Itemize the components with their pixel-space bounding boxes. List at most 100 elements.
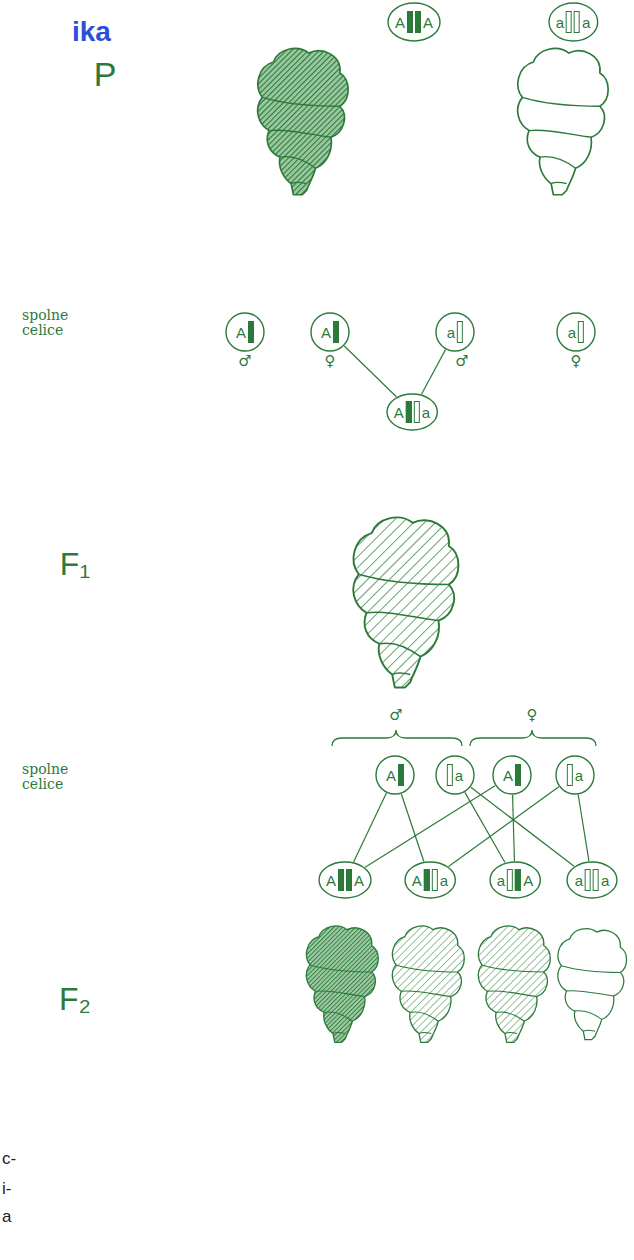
chromosome-bar bbox=[585, 869, 591, 891]
allele-letter: a bbox=[422, 405, 430, 420]
text-label: ♀ bbox=[324, 354, 337, 370]
chromosome-bar bbox=[567, 764, 573, 786]
text-label: spolne celice bbox=[22, 762, 78, 791]
chromosome-cell: A bbox=[310, 312, 350, 352]
cell-content: Aa bbox=[394, 401, 430, 423]
cell-outline bbox=[548, 2, 599, 42]
chromosome-cell: Aa bbox=[404, 861, 456, 899]
allele-letter: A bbox=[394, 405, 404, 420]
bracket bbox=[332, 730, 462, 746]
text-label: F₁ bbox=[60, 548, 90, 582]
text-label: F₂ bbox=[59, 983, 91, 1017]
allele-letter: A bbox=[321, 325, 331, 340]
chromosome-cell: AA bbox=[318, 861, 372, 899]
text-label: c- bbox=[2, 1150, 16, 1168]
cell-content: A bbox=[321, 321, 339, 343]
chromosome-cell: AA bbox=[387, 2, 441, 42]
chromosome-bar bbox=[515, 764, 521, 786]
cell-content: aa bbox=[575, 869, 610, 891]
fertilisation-line bbox=[578, 795, 589, 861]
flower-white bbox=[518, 48, 609, 194]
chromosome-cell: a bbox=[556, 312, 596, 352]
allele-letter: A bbox=[412, 873, 422, 888]
chromosome-bar bbox=[424, 869, 430, 891]
flower-dark bbox=[258, 48, 349, 194]
chromosome-cell: A bbox=[225, 312, 265, 352]
chromosome-cell: a bbox=[435, 312, 475, 352]
chromosome-cell: Aa bbox=[386, 393, 438, 431]
allele-letter: a bbox=[556, 15, 564, 30]
chromosome-bar bbox=[515, 869, 521, 891]
chromosome-bar bbox=[574, 11, 580, 33]
allele-letter: A bbox=[503, 768, 513, 783]
allele-letter: A bbox=[236, 325, 246, 340]
cell-content: a bbox=[447, 321, 463, 343]
cell-outline bbox=[566, 861, 618, 899]
allele-letter: A bbox=[354, 873, 364, 888]
bracket bbox=[470, 730, 596, 746]
cell-content: aA bbox=[497, 869, 533, 891]
allele-letter: a bbox=[497, 873, 505, 888]
cell-content: A bbox=[236, 321, 254, 343]
fertilisation-line bbox=[365, 786, 495, 868]
allele-letter: A bbox=[423, 15, 433, 30]
chromosome-bar bbox=[338, 869, 344, 891]
flower-hybrid bbox=[478, 926, 550, 1042]
text-label: ♂ bbox=[237, 354, 252, 370]
fertilisation-line bbox=[465, 792, 505, 862]
fertilisation-line bbox=[354, 793, 387, 862]
chromosome-bar bbox=[507, 869, 513, 891]
allele-letter: a bbox=[582, 15, 590, 30]
text-label: ♀ bbox=[570, 354, 583, 370]
allele-letter: A bbox=[326, 873, 336, 888]
cell-content: a bbox=[568, 321, 584, 343]
allele-letter: a bbox=[447, 325, 455, 340]
cell-content: AA bbox=[395, 11, 433, 33]
allele-letter: A bbox=[395, 15, 405, 30]
fertilisation-line bbox=[401, 794, 424, 862]
chromosome-bar bbox=[578, 321, 584, 343]
chromosome-bar bbox=[593, 869, 599, 891]
allele-letter: a bbox=[575, 873, 583, 888]
chromosome-bar bbox=[414, 401, 420, 423]
fertilisation-line bbox=[344, 346, 396, 397]
allele-letter: a bbox=[568, 325, 576, 340]
allele-letter: a bbox=[575, 768, 583, 783]
cell-content: A bbox=[386, 764, 404, 786]
text-label: i- bbox=[2, 1180, 11, 1198]
chromosome-bar bbox=[248, 321, 254, 343]
text-label: ♀ bbox=[526, 708, 539, 724]
chromosome-bar bbox=[406, 401, 412, 423]
text-label: ♂ bbox=[454, 354, 469, 370]
chromosome-bar bbox=[346, 869, 352, 891]
cell-content: a bbox=[447, 764, 463, 786]
chromosome-bar bbox=[333, 321, 339, 343]
chromosome-bar bbox=[432, 869, 438, 891]
cell-content: a bbox=[567, 764, 583, 786]
allele-letter: A bbox=[386, 768, 396, 783]
flower-hybrid bbox=[392, 926, 464, 1042]
text-label: P bbox=[94, 57, 117, 93]
text-label: spolne celice bbox=[22, 308, 78, 337]
chromosome-bar bbox=[566, 11, 572, 33]
cell-content: aa bbox=[556, 11, 591, 33]
cell-content: Aa bbox=[412, 869, 448, 891]
fertilisation-line bbox=[513, 795, 515, 861]
cell-content: AA bbox=[326, 869, 364, 891]
allele-letter: a bbox=[455, 768, 463, 783]
chromosome-cell: A bbox=[375, 755, 415, 795]
fertilisation-line bbox=[449, 787, 559, 867]
cell-outline bbox=[404, 861, 456, 899]
fertilisation-line bbox=[422, 350, 446, 395]
chromosome-cell: a bbox=[555, 755, 595, 795]
chromosome-cell: aa bbox=[548, 2, 599, 42]
chromosome-bar bbox=[415, 11, 421, 33]
cell-outline bbox=[386, 393, 438, 431]
title: ika bbox=[72, 16, 111, 48]
chromosome-bar bbox=[398, 764, 404, 786]
allele-letter: a bbox=[601, 873, 609, 888]
flower-dark bbox=[306, 926, 378, 1042]
